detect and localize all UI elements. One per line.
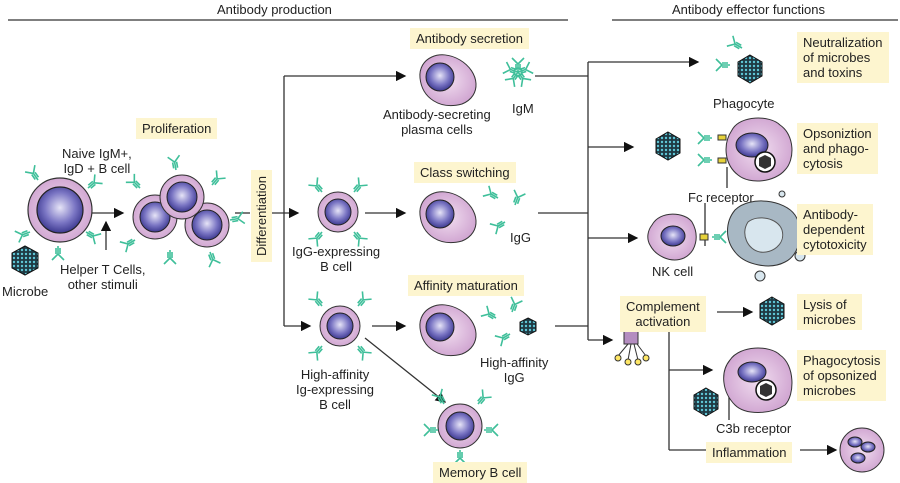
helper-line-2: other stimuli: [67, 277, 138, 292]
complement-icon: [614, 329, 650, 366]
igm-label: IgM: [512, 101, 534, 116]
igg-expr-line-2: B cell: [320, 259, 352, 274]
phago-opsonized-line-2: of opsonized: [803, 368, 877, 383]
stage-class-switching: Class switching: [414, 162, 516, 183]
stage-differentiation: Differentiation: [251, 170, 272, 262]
igm-pentamer-icon: [502, 57, 534, 88]
high-affinity-igg-label: High-affinity IgG: [480, 355, 548, 385]
helper-line-1: Helper T Cells,: [60, 262, 146, 277]
effect-adcc: Antibody- dependent cytotoxicity: [797, 204, 873, 255]
nk-cell-label: NK cell: [652, 264, 694, 279]
lysis-line-1: Lysis of: [803, 297, 847, 312]
header-antibody-production: Antibody production: [217, 2, 332, 17]
lysis-line-2: microbes: [803, 312, 856, 327]
stage-inflammation: Inflammation: [706, 442, 793, 463]
opsonization-line-2: and phago-: [803, 141, 869, 156]
igg-antibodies-icon: [482, 185, 527, 235]
c3b-receptor-label: C3b receptor: [716, 421, 792, 436]
stage-antibody-secretion: Antibody secretion: [410, 28, 529, 49]
plasma-line-1: Antibody-secreting: [383, 107, 491, 122]
effect-neutralization: Neutralization of microbes and toxins: [797, 32, 889, 83]
effect-lysis: Lysis of microbes: [797, 294, 862, 330]
complement-line-2: activation: [635, 314, 691, 329]
naive-line-2: IgD + B cell: [63, 161, 131, 176]
stage-complement-activation: Complement activation: [620, 296, 706, 332]
opsonization-line-3: cytosis: [803, 156, 843, 171]
hiaff-line-2: Ig-expressing: [296, 382, 375, 397]
stage-memory-b-cell: Memory B cell: [433, 462, 528, 483]
phagocyte-label: Phagocyte: [713, 96, 775, 111]
high-affinity-cell-label: High-affinity Ig-expressing B cell: [296, 367, 374, 412]
stage-affinity-maturation: Affinity maturation: [408, 275, 524, 296]
naive-line-1: Naive IgM+,: [62, 146, 132, 161]
hiaff-igg-line-1: High-affinity: [480, 355, 549, 370]
phago-opsonized-line-3: microbes: [803, 383, 856, 398]
igg-label: IgG: [510, 230, 531, 245]
high-affinity-igg-icon: [480, 295, 537, 347]
plasma-cell: [419, 54, 477, 106]
proliferating-cells: [119, 154, 246, 269]
nk-cell: [647, 213, 727, 261]
helper-label: Helper T Cells, other stimuli: [60, 262, 146, 292]
microbe-icon: [11, 245, 39, 276]
connector-lines: [90, 56, 838, 456]
neutrophil-icon: [839, 427, 885, 473]
plasma-line-2: plasma cells: [401, 122, 473, 137]
neutralization-line-2: of microbes: [803, 50, 871, 65]
neutralization-icon: [715, 35, 763, 84]
plasma-cell-label: Antibody-secreting plasma cells: [383, 107, 491, 137]
adcc-line-3: cytotoxicity: [803, 237, 867, 252]
fc-receptor-icon: [697, 131, 727, 167]
phagocyte-cell: [725, 117, 793, 182]
phago-opsonized-line-1: Phagocytosis: [803, 353, 881, 368]
stage-proliferation: Proliferation: [136, 118, 218, 139]
neutralization-line-3: and toxins: [803, 65, 863, 80]
hiaff-line-1: High-affinity: [300, 367, 370, 382]
igg-expressing-b-cell: [307, 176, 369, 248]
naive-b-cell: [13, 164, 104, 261]
naive-cell-label: Naive IgM+, IgD + B cell: [62, 146, 132, 176]
opsonization-line-1: Opsoniztion: [803, 126, 872, 141]
hiaff-line-3: B cell: [319, 397, 351, 412]
lysed-microbe-icon: [759, 296, 785, 326]
adcc-line-2: dependent: [803, 222, 865, 237]
hiaff-igg-line-2: IgG: [503, 370, 525, 385]
high-affinity-b-cell: [307, 290, 373, 362]
affinity-plasma-cell: [419, 304, 477, 356]
header-antibody-effector-functions: Antibody effector functions: [672, 2, 825, 17]
class-switch-plasma-cell: [419, 191, 477, 243]
igg-expr-line-1: IgG-expressing: [292, 244, 381, 259]
phagocyte-opsonized-cell: [723, 347, 793, 413]
opsonized-microbe-icon: [655, 131, 681, 161]
c3b-microbe-icon: [693, 387, 719, 417]
memory-b-cell: [423, 388, 499, 465]
complement-line-1: Complement: [626, 299, 700, 314]
fc-receptor-label: Fc receptor: [688, 190, 754, 205]
neutralization-line-1: Neutralization: [803, 35, 883, 50]
microbe-label: Microbe: [2, 284, 49, 299]
igg-expressing-label: IgG-expressing B cell: [292, 244, 380, 274]
effect-opsonization: Opsoniztion and phago- cytosis: [797, 123, 878, 174]
adcc-line-1: Antibody-: [803, 207, 858, 222]
effect-phagocytosis-opsonized: Phagocytosis of opsonized microbes: [797, 350, 887, 401]
